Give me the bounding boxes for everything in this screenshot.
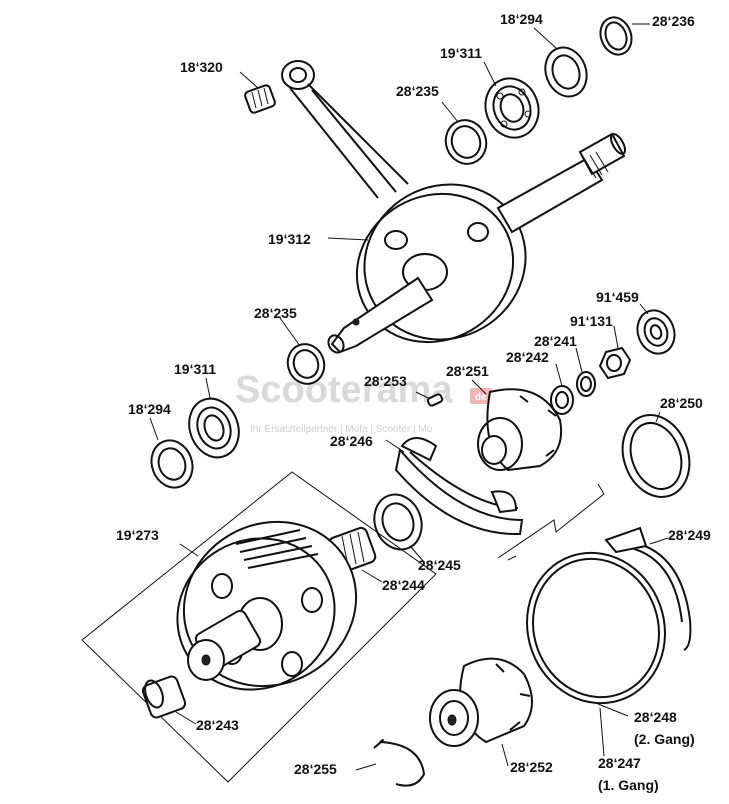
label-28-235-mid: 28‘235 bbox=[254, 305, 297, 321]
label-28-244: 28‘244 bbox=[382, 577, 425, 593]
label-28-253: 28‘253 bbox=[364, 373, 407, 389]
label-91-459: 91‘459 bbox=[596, 289, 639, 305]
label-19-312: 19‘312 bbox=[268, 231, 311, 247]
label-28-241: 28‘241 bbox=[534, 333, 577, 349]
label-28-251: 28‘251 bbox=[446, 363, 489, 379]
shim-28-236 bbox=[599, 16, 633, 56]
clutch-drum-28-248 bbox=[526, 551, 666, 705]
part-labels: 18‘320 18‘294 28‘236 19‘311 28‘235 19‘31… bbox=[116, 11, 711, 793]
watermark-badge: de bbox=[475, 392, 487, 403]
watermark-badge-bg bbox=[470, 388, 492, 404]
leader-lines bbox=[149, 23, 669, 771]
label-28-252: 28‘252 bbox=[510, 759, 553, 775]
ball-bearing-19-311-mid bbox=[188, 397, 240, 459]
clutch-bell-19-273 bbox=[176, 520, 358, 691]
guide-lines bbox=[81, 471, 605, 783]
label-28-248-note: (2. Gang) bbox=[634, 731, 695, 747]
lock-washer-28-250 bbox=[621, 414, 691, 498]
shim-28-235-top bbox=[444, 119, 488, 165]
watermark-brand: Scooterama bbox=[235, 369, 453, 411]
nut-91-131 bbox=[598, 346, 632, 380]
gear-28-252 bbox=[429, 657, 533, 747]
ball-bearing-19-311-top bbox=[484, 77, 540, 139]
washer-28-242 bbox=[550, 385, 574, 415]
seal-ring-18-294-top bbox=[544, 46, 588, 98]
label-28-255: 28‘255 bbox=[294, 761, 337, 777]
needle-bearing-18-320 bbox=[244, 84, 276, 114]
label-28-243: 28‘243 bbox=[196, 717, 239, 733]
label-28-250: 28‘250 bbox=[660, 395, 703, 411]
pin-28-253 bbox=[426, 393, 444, 407]
label-19-311-top: 19‘311 bbox=[440, 45, 482, 61]
label-28-248: 28‘248 bbox=[634, 709, 677, 725]
crankshaft-19-312 bbox=[281, 60, 626, 354]
ball-bearing-91-459 bbox=[636, 309, 676, 355]
label-19-273: 19‘273 bbox=[116, 527, 159, 543]
label-28-247: 28‘247 bbox=[598, 755, 641, 771]
label-28-235-top: 28‘235 bbox=[396, 83, 439, 99]
label-18-294-top: 18‘294 bbox=[500, 11, 543, 27]
label-28-246: 28‘246 bbox=[330, 433, 373, 449]
clutch-shoes-28-246 bbox=[394, 437, 524, 536]
label-28-247-note: (1. Gang) bbox=[598, 777, 659, 793]
spring-ring-28-249 bbox=[604, 526, 692, 651]
label-91-131: 91‘131 bbox=[570, 313, 613, 329]
circlip-28-255 bbox=[373, 739, 426, 787]
watermark: Scooterama de Ihr Ersatzteilpartner | Mo… bbox=[235, 369, 492, 435]
label-28-245: 28‘245 bbox=[418, 557, 461, 573]
label-28-236: 28‘236 bbox=[652, 13, 695, 29]
label-28-249: 28‘249 bbox=[668, 527, 711, 543]
washer-28-241 bbox=[576, 371, 596, 397]
watermark-tagline: Ihr Ersatzteilpartner | Mofa | Scooter |… bbox=[250, 424, 433, 435]
label-19-311-mid: 19‘311 bbox=[174, 361, 216, 377]
label-28-242: 28‘242 bbox=[506, 349, 549, 365]
spacer-28-243 bbox=[141, 675, 187, 719]
clutch-hub-28-251 bbox=[477, 388, 562, 472]
seal-ring-18-294-mid bbox=[150, 439, 194, 489]
washer-28-245 bbox=[373, 493, 423, 551]
label-18-320: 18‘320 bbox=[180, 59, 223, 75]
label-18-294-mid: 18‘294 bbox=[128, 401, 171, 417]
